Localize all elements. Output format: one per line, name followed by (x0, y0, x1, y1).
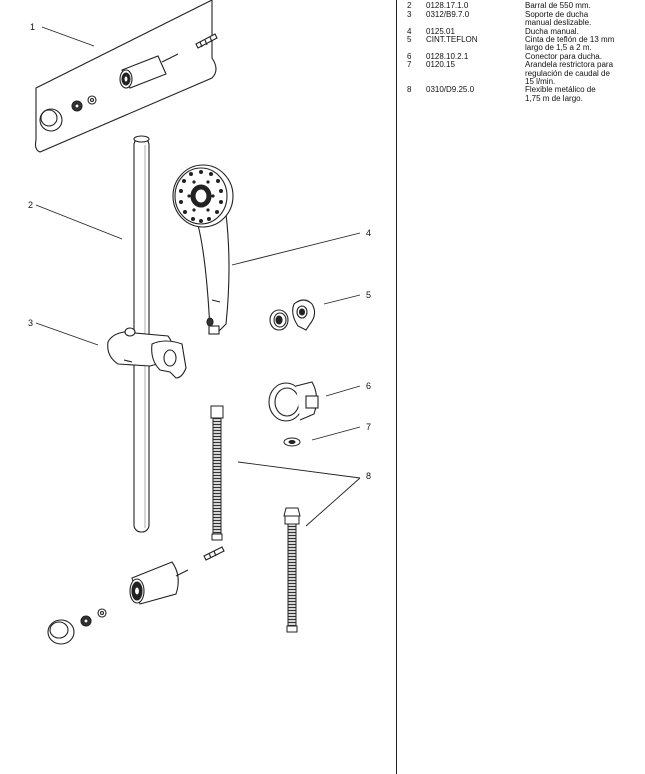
part-number: 2 (407, 1, 412, 11)
callout-6: 6 (366, 381, 371, 391)
parts-row: 4 0125.01 Ducha manual. (407, 26, 642, 36)
callout-5: 5 (366, 290, 371, 300)
part-description: Barral de 550 mm. (525, 1, 642, 11)
parts-row: 2 0128.17.1.0 Barral de 550 mm. (407, 1, 642, 11)
callout-8: 8 (366, 471, 371, 481)
part-description-line: Arandela restrictora para (525, 60, 614, 70)
callout-1: 1 (30, 22, 35, 32)
part-code: 0312/B9.7.0 (426, 9, 470, 19)
leader-lines (35, 26, 361, 527)
part-description-line: manual deslizable. (525, 18, 592, 28)
part-number: 6 (407, 51, 412, 61)
part-code: CINT.TEFLON (426, 35, 478, 45)
hand-shower (172, 164, 234, 335)
part-code: 0120.15 (426, 60, 455, 70)
part-number: 5 (407, 35, 412, 45)
part-code: 0125.01 (426, 26, 455, 36)
part-description-line: Soporte de ducha (525, 9, 589, 19)
part-description-line: regulación de caudal de (525, 68, 610, 78)
part-description: Conector para ducha. (525, 51, 642, 61)
part-description-line: Conector para ducha. (525, 51, 602, 61)
part-number: 3 (407, 9, 412, 19)
part-description-line: barral. (525, 0, 642, 2)
callout-3: 3 (28, 318, 33, 328)
part-description-line: 1,75 m de largo. (525, 93, 583, 103)
parts-row: 6 0128.10.2.1 Conector para ducha. (407, 51, 642, 61)
callout-labels: 1 2 3 4 5 6 7 8 (28, 22, 371, 481)
part-description-line: 15 l/min. (525, 77, 556, 87)
callout-7: 7 (366, 422, 371, 432)
wall-shower-connector (268, 381, 319, 422)
part-code: 0310/D9.25.0 (426, 85, 475, 95)
lower-wall-bracket (47, 546, 225, 645)
part-description-line: Cinta de teflón de 13 mm (525, 35, 615, 45)
part-code: 0128.10.2.1 (426, 51, 469, 61)
part-number: 4 (407, 26, 412, 36)
parts-row: barral. (407, 0, 642, 2)
sliding-holder (107, 327, 187, 379)
part-number: 7 (407, 60, 412, 70)
part-description-line: largo de 1,5 a 2 m. (525, 43, 592, 53)
teflon-tape-and-nut (269, 299, 316, 331)
flexible-hose (210, 405, 301, 633)
part-number: 8 (407, 85, 412, 95)
wall-bracket-panel (34, 0, 218, 153)
part-description: Ducha manual. (525, 26, 642, 36)
column-divider (396, 0, 397, 774)
part-description-line: Ducha manual. (525, 26, 579, 36)
part-description-line: Flexible metálico de (525, 85, 596, 95)
part-description-line: Barral de 550 mm. (525, 1, 591, 11)
callout-2: 2 (28, 200, 33, 210)
parts-list: barral. 2 0128.17.1.0 Barral de 550 mm. 3 031… (407, 0, 642, 103)
restrictor-washer (283, 437, 301, 447)
part-description: barral. (525, 0, 642, 2)
part-code: 0128.17.1.0 (426, 1, 469, 11)
callout-4: 4 (366, 228, 371, 238)
